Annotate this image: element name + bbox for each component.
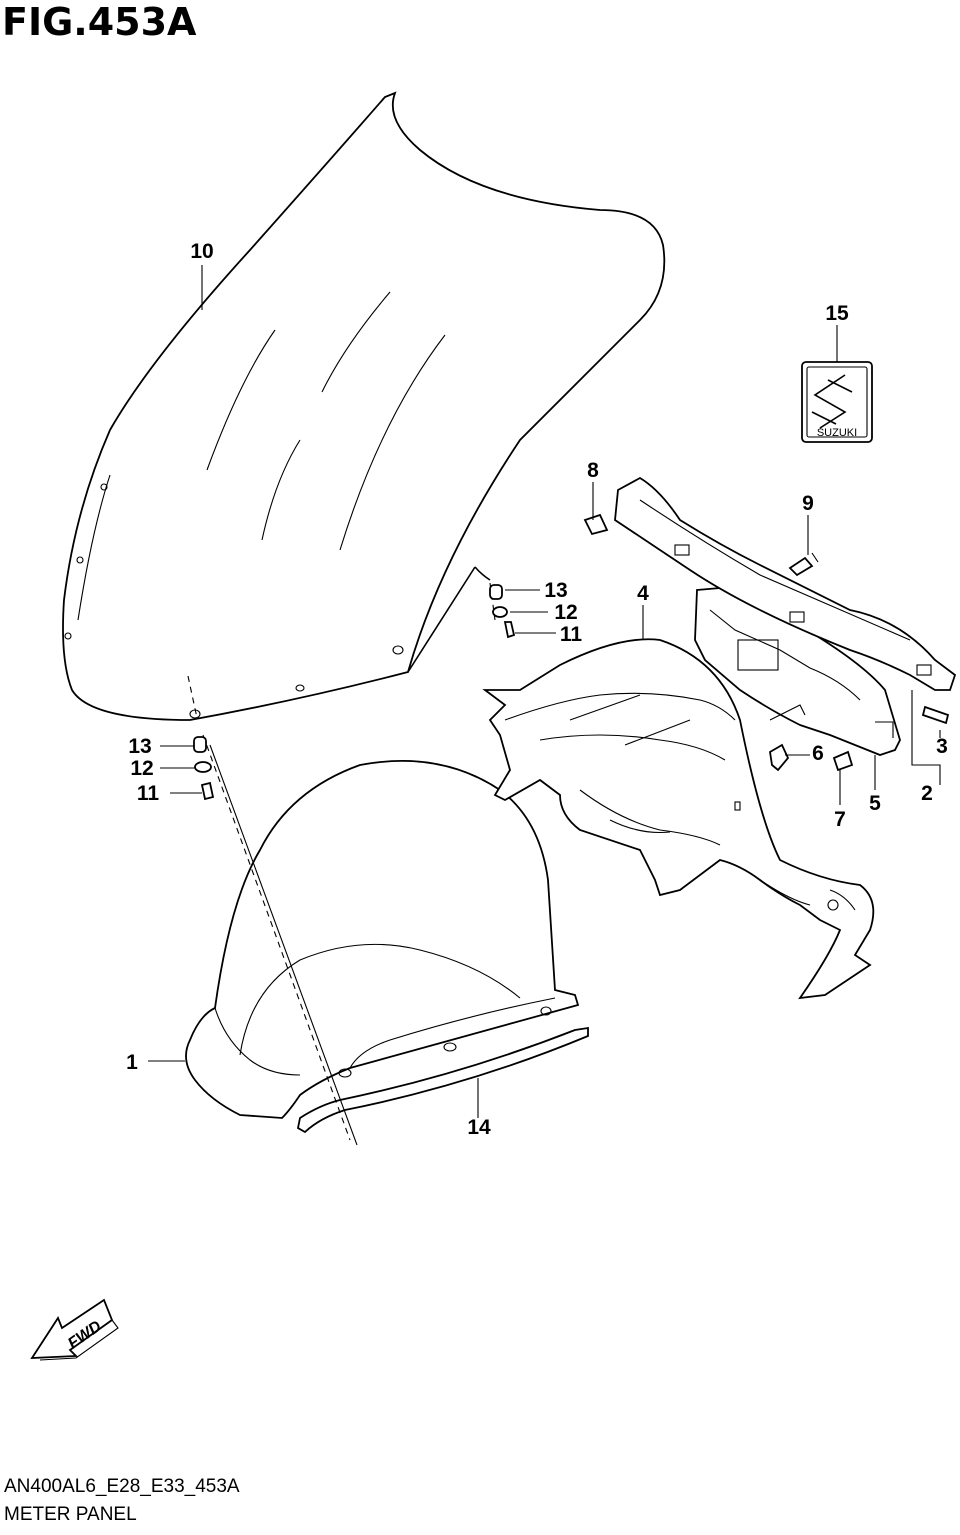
callout-3: 3 bbox=[936, 735, 948, 758]
callout-5: 5 bbox=[869, 792, 881, 815]
callout-14: 14 bbox=[467, 1116, 491, 1139]
callout-12-upper: 12 bbox=[554, 601, 577, 624]
callout-13-upper: 13 bbox=[544, 579, 567, 602]
callout-1: 1 bbox=[126, 1051, 138, 1074]
fwd-arrow bbox=[30, 1298, 119, 1361]
callout-11-upper: 11 bbox=[560, 623, 583, 646]
callout-9: 9 bbox=[802, 492, 814, 515]
callout-8: 8 bbox=[587, 459, 599, 482]
screw-9[interactable] bbox=[788, 552, 819, 577]
callout-2: 2 bbox=[921, 782, 933, 805]
inner-panel[interactable] bbox=[482, 638, 875, 1000]
clip-8[interactable] bbox=[583, 513, 609, 536]
figure-title: FIG.453A bbox=[2, 0, 197, 44]
diagram-name: METER PANEL bbox=[4, 1504, 137, 1525]
callout-12-lower: 12 bbox=[130, 757, 153, 780]
clip-6[interactable] bbox=[769, 743, 790, 772]
callout-13-lower: 13 bbox=[128, 735, 151, 758]
meter-cover[interactable] bbox=[185, 760, 580, 1119]
callout-4: 4 bbox=[637, 582, 649, 605]
callout-11-lower: 11 bbox=[137, 782, 160, 805]
frame-rail[interactable] bbox=[614, 476, 957, 691]
pad[interactable] bbox=[921, 705, 950, 725]
callout-6: 6 bbox=[812, 742, 824, 765]
callout-7: 7 bbox=[834, 808, 846, 831]
diagram-code: AN400AL6_E28_E33_453A bbox=[4, 1476, 240, 1497]
windscreen[interactable] bbox=[62, 91, 666, 721]
callout-15: 15 bbox=[825, 302, 849, 325]
fasteners-lower[interactable] bbox=[193, 736, 215, 801]
callout-10: 10 bbox=[190, 240, 213, 263]
emblem-logo-text: SUZUKI bbox=[817, 427, 857, 439]
nut-7[interactable] bbox=[832, 750, 854, 772]
suzuki-emblem[interactable] bbox=[801, 361, 873, 443]
fasteners-upper[interactable] bbox=[489, 584, 516, 639]
